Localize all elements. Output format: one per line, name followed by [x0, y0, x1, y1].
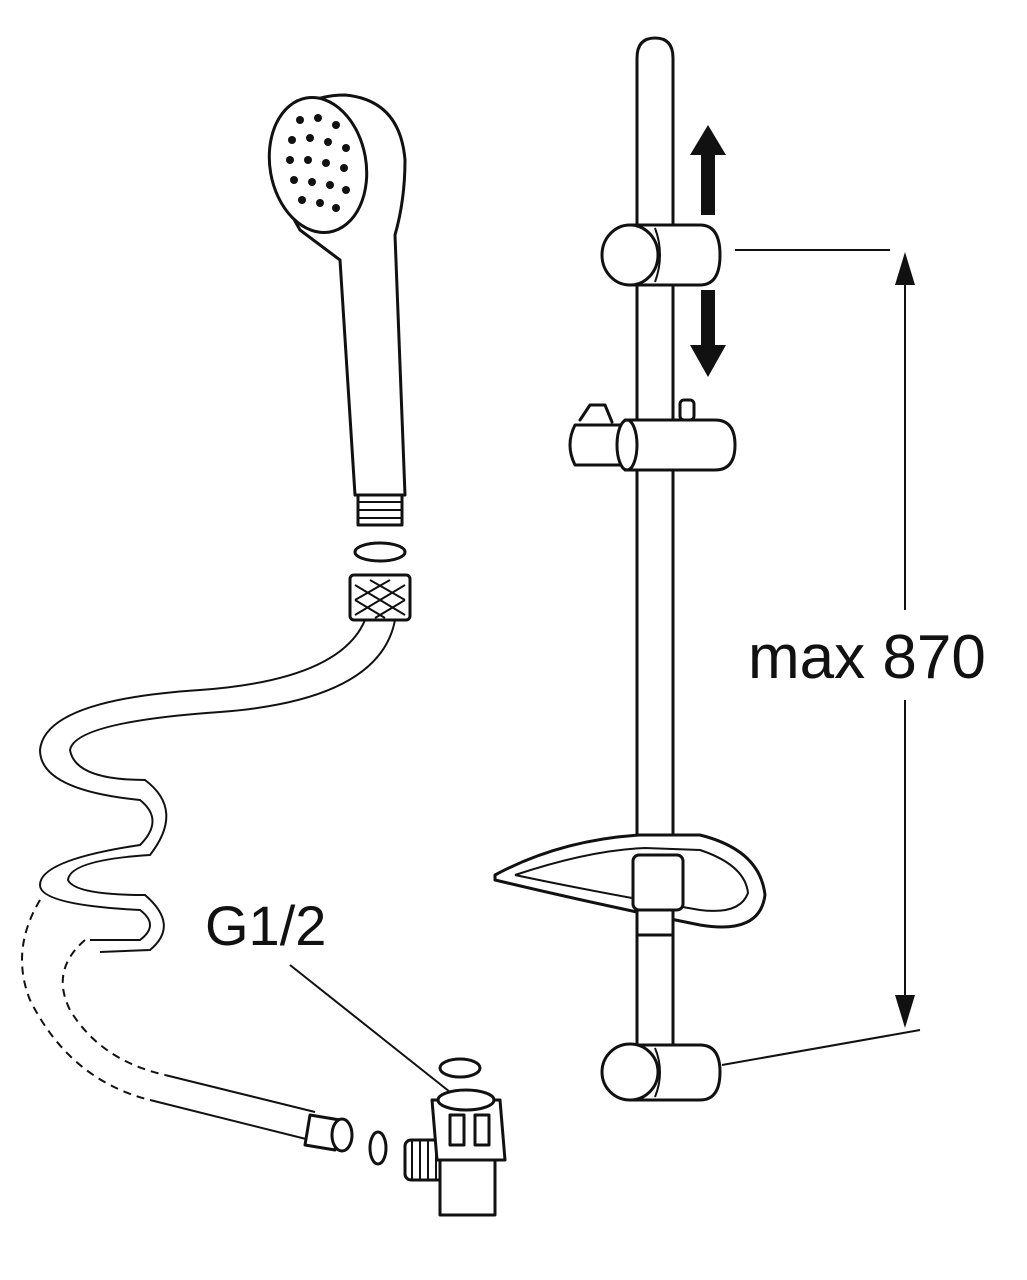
slide-rail — [635, 36, 675, 1092]
soap-dish — [493, 833, 767, 937]
angle-valve — [403, 1057, 507, 1217]
down-arrow-icon — [690, 290, 726, 377]
shower-hose — [21, 619, 396, 1166]
hose-nut — [348, 573, 412, 622]
bottom-wall-bracket — [600, 1042, 722, 1102]
thread-leader-line — [289, 964, 451, 1093]
slider-holder — [568, 398, 737, 472]
valve-washer — [368, 1130, 388, 1166]
dimension-label: max 870 — [748, 623, 986, 692]
top-wall-bracket — [600, 223, 722, 287]
hand-shower — [267, 93, 407, 527]
up-arrow-icon — [690, 125, 726, 215]
washer — [353, 541, 407, 563]
thread-label: G1/2 — [205, 894, 326, 957]
dimension-line — [721, 249, 921, 1066]
